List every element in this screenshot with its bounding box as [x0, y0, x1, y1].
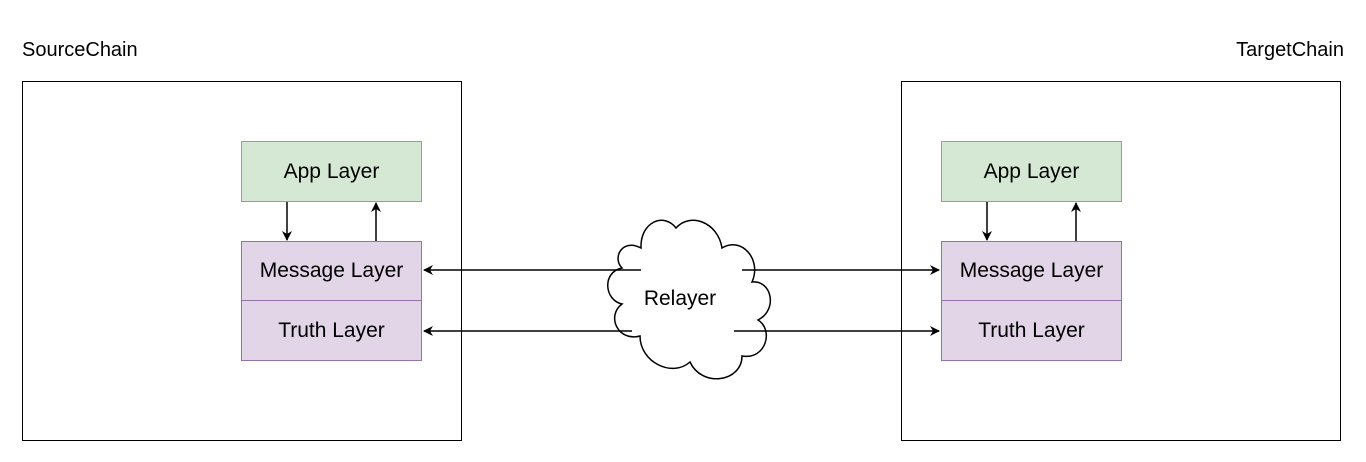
source-message-layer: Message Layer — [241, 241, 422, 301]
target-truth-layer: Truth Layer — [941, 300, 1122, 361]
source-truth-layer: Truth Layer — [241, 300, 422, 361]
source-chain-label: SourceChain — [22, 39, 138, 61]
relayer-label: Relayer — [643, 287, 717, 310]
source-app-layer: App Layer — [241, 141, 422, 202]
target-message-layer: Message Layer — [941, 241, 1122, 301]
target-chain-label: TargetChain — [1236, 39, 1344, 61]
target-app-layer: App Layer — [941, 141, 1122, 202]
